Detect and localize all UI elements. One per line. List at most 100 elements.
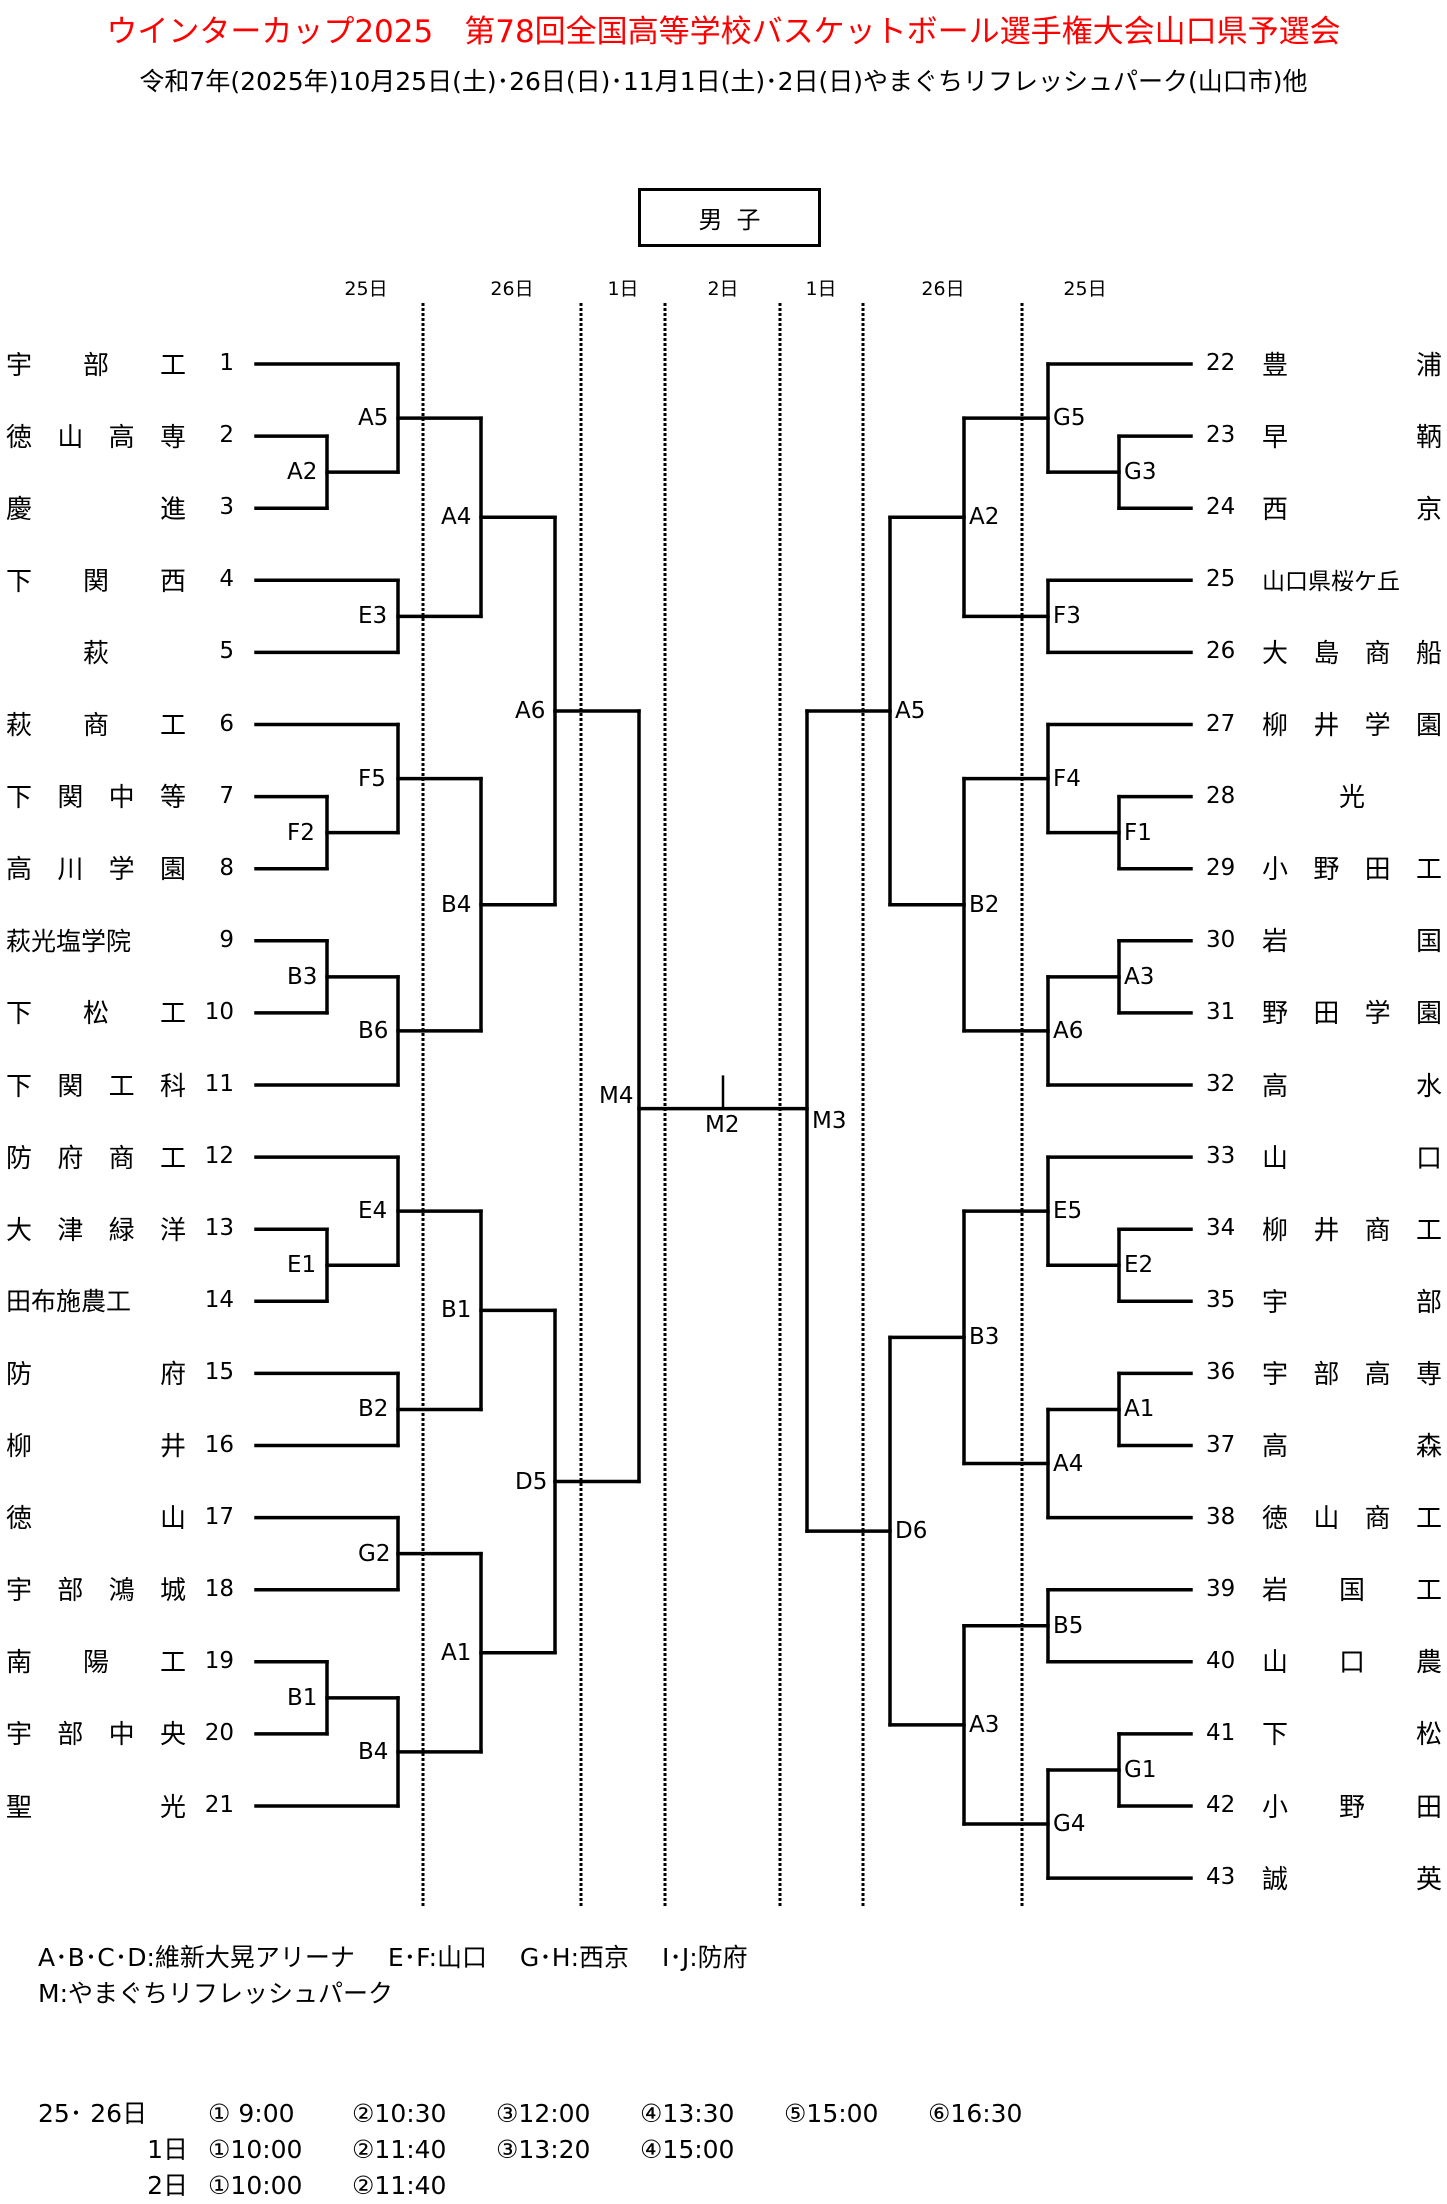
team-name: 早鞆: [1262, 422, 1442, 453]
team-seed-number: 7: [219, 782, 234, 809]
team-name: 下関工科: [6, 1071, 186, 1102]
team-seed-number: 27: [1206, 710, 1236, 737]
match-code-label: A2: [287, 459, 318, 486]
schedule-time: ④15:00: [640, 2135, 735, 2164]
team-name: 宇部: [1262, 1287, 1442, 1318]
team-seed-number: 39: [1206, 1575, 1236, 1602]
schedule-day: 25･ 26日: [38, 2099, 148, 2128]
team-seed-number: 37: [1206, 1431, 1236, 1458]
team-seed-number: 29: [1206, 854, 1236, 881]
division-label: 男子: [698, 206, 775, 234]
team-seed-number: 1: [219, 350, 234, 376]
match-code-label: B2: [969, 891, 1000, 918]
team-seed-number: 11: [204, 1071, 234, 1097]
team-name: 聖光: [6, 1792, 186, 1823]
team-name: 宇部工: [6, 350, 186, 381]
team-name: 高水: [1262, 1071, 1442, 1102]
schedule-time: ①10:00: [208, 2171, 303, 2200]
team-seed-number: 6: [219, 710, 234, 737]
team-name: 南陽工: [6, 1648, 186, 1679]
team-name: 宇部中央: [6, 1720, 186, 1751]
match-code-label: B5: [1053, 1612, 1084, 1639]
match-code-label: G4: [1053, 1811, 1086, 1838]
tournament-dates-venue: 令和7年(2025年)10月25日(土)･26日(日)･11月1日(土)･2日(…: [139, 67, 1308, 96]
match-code-label: D5: [515, 1468, 548, 1495]
team-seed-number: 9: [219, 926, 234, 953]
team-name: 萩商工: [6, 711, 186, 741]
team-name: 岩国: [1262, 927, 1442, 958]
match-code-label: A3: [969, 1711, 1000, 1738]
match-code-label: M4: [599, 1083, 634, 1110]
team-seed-number: 17: [204, 1503, 234, 1530]
venue-legend-line1: A･B･C･D:維新大晃アリーナ E･F:山口 G･H:西京 I･J:防府: [38, 1943, 748, 1972]
team-seed-number: 43: [1206, 1864, 1236, 1891]
team-name: 山口県桜ケ丘: [1262, 569, 1400, 596]
team-seed-number: 13: [204, 1215, 234, 1242]
team-name: 西京: [1262, 494, 1442, 525]
team-seed-number: 23: [1206, 422, 1236, 449]
team-seed-number: 15: [204, 1359, 234, 1386]
team-name: 下松工: [6, 999, 186, 1030]
team-seed-number: 22: [1206, 350, 1236, 376]
team-name: 徳山商工: [1262, 1504, 1442, 1535]
team-name: 萩光塩学院: [6, 926, 132, 956]
team-seed-number: 14: [204, 1287, 234, 1314]
team-name: 山口: [1262, 1143, 1442, 1174]
team-seed-number: 34: [1206, 1215, 1236, 1242]
team-name: 野田学園: [1262, 999, 1442, 1030]
day-header: 1日: [805, 278, 837, 300]
team-name: 慶進: [6, 494, 186, 525]
team-seed-number: 38: [1206, 1503, 1236, 1530]
day-header: 25日: [344, 278, 388, 300]
schedule-time: ③13:20: [496, 2135, 591, 2164]
match-code-label: B1: [287, 1684, 318, 1711]
schedule-time: ⑥16:30: [928, 2099, 1023, 2128]
match-code-label: B6: [358, 1017, 389, 1044]
team-name: 柳井商工: [1262, 1215, 1442, 1246]
team-seed-number: 35: [1206, 1287, 1236, 1314]
team-seed-number: 3: [219, 494, 234, 521]
match-code-label: F4: [1053, 765, 1081, 792]
team-name: 宇部高専: [1262, 1359, 1442, 1390]
team-name: 宇部鴻城: [6, 1576, 186, 1607]
match-code-label: A5: [895, 697, 926, 724]
match-code-label: E5: [1053, 1198, 1083, 1225]
match-code-label: A1: [1124, 1396, 1155, 1423]
day-header: 1日: [607, 278, 639, 300]
match-code-label: A6: [515, 697, 546, 724]
schedule-time: ②11:40: [352, 2135, 447, 2164]
tournament-title: ウインターカップ2025 第78回全国高等学校バスケットボール選手権大会山口県予…: [106, 14, 1341, 50]
team-name: 岩国工: [1262, 1576, 1442, 1607]
team-seed-number: 8: [219, 854, 234, 881]
schedule-day: 1日: [147, 2135, 188, 2164]
match-code-label: D6: [895, 1518, 928, 1545]
team-name: 徳山高専: [6, 422, 186, 453]
schedule-day: 2日: [147, 2171, 188, 2200]
team-name: 高川学園: [6, 855, 186, 886]
schedule-time: ②11:40: [352, 2171, 447, 2200]
team-name: 柳井: [6, 1432, 186, 1462]
match-code-label: F2: [287, 819, 315, 846]
team-seed-number: 25: [1206, 566, 1236, 593]
match-code-label: F5: [358, 765, 386, 792]
match-code-label: B3: [969, 1324, 1000, 1351]
team-seed-number: 32: [1206, 1071, 1236, 1097]
team-seed-number: 2: [219, 422, 234, 449]
day-header: 26日: [490, 278, 534, 300]
match-code-label: A4: [1053, 1450, 1084, 1477]
match-code-label: F1: [1124, 819, 1152, 846]
team-name: 防府商工: [6, 1143, 186, 1174]
team-name: 大津緑洋: [6, 1215, 186, 1246]
schedule-time: ⑤15:00: [784, 2099, 879, 2128]
match-code-label: B4: [441, 891, 472, 918]
match-code-label: G5: [1053, 405, 1086, 432]
team-seed-number: 30: [1206, 926, 1236, 953]
team-name: 小野田工: [1262, 855, 1442, 886]
team-seed-number: 18: [204, 1575, 234, 1602]
team-name: 高森: [1262, 1432, 1442, 1462]
match-code-label: A4: [441, 504, 472, 531]
team-name: 豊浦: [1262, 350, 1442, 381]
match-code-label: B3: [287, 963, 318, 990]
team-name: 徳山: [6, 1504, 186, 1535]
